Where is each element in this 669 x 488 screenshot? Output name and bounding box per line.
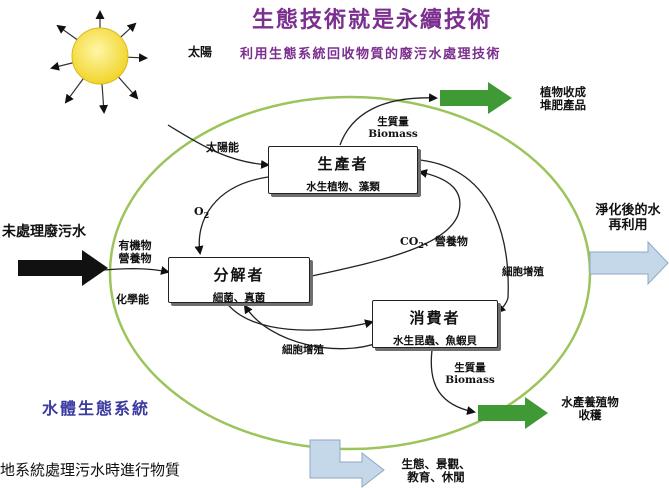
purified-line1: 淨化後的水	[595, 203, 661, 218]
producer-subtitle: 水生植物、藻類	[306, 181, 380, 193]
wastewater-input-arrow	[18, 250, 108, 286]
organic-line2: 營養物	[118, 251, 152, 265]
co2-text: CO	[400, 235, 419, 248]
producer-to-decomposer-arrow	[194, 176, 269, 255]
biomass-top-line1: 生質量	[377, 116, 409, 128]
organic-input-arrow	[103, 266, 170, 275]
aquaculture-line2: 收穫	[578, 408, 602, 423]
consumer-subtitle: 水生昆蟲、魚蝦貝	[393, 335, 477, 347]
decomposer-subtitle: 細菌、真菌	[212, 292, 266, 304]
cell-growth-bottom-label: 細胞增殖	[282, 344, 324, 356]
producer-box: 生產者 水生植物、藻類	[268, 146, 418, 194]
purified-line2: 再利用	[608, 217, 648, 233]
plant-harvest-line1: 植物收成	[540, 85, 586, 99]
bottom-caption: 地系統處理污水時進行物質	[0, 461, 181, 479]
ecology-arrow	[309, 439, 385, 488]
consumer-to-decomposer-arrow	[243, 304, 381, 350]
plant-harvest-line2: 堆肥產品	[540, 98, 586, 113]
sun-icon	[50, 10, 148, 114]
ecosystem-label: 水體生態系統	[42, 399, 151, 418]
organic-nutrient-label: 有機物 營養物	[118, 239, 152, 265]
aquaculture-line1: 水產養殖物	[561, 395, 619, 409]
biomass-top-line2: Biomass	[368, 128, 418, 141]
solar-energy-arrow	[167, 124, 270, 169]
biomass-top-label: 生質量 Biomass	[368, 116, 418, 140]
decomposer-box: 分解者 細菌、真菌	[168, 257, 310, 304]
decomposer-title: 分解者	[213, 266, 265, 284]
aquaculture-green-arrow	[478, 397, 548, 429]
diagram-title: 生態技術就是永續技術	[252, 7, 493, 33]
ecology-line2: 教育、休閒	[407, 470, 465, 485]
cell-growth-right-label: 細胞增殖	[502, 266, 544, 278]
biomass-bottom-label: 生質量 Biomass	[445, 362, 495, 386]
ecology-line1: 生態、景觀、	[401, 457, 471, 471]
biomass-bottom-line1: 生質量	[454, 362, 486, 374]
biomass-top-arrow	[339, 93, 438, 146]
ecology-label: 生態、景觀、 教育、休閒	[401, 457, 471, 485]
co2-label: CO2、營養物	[400, 235, 468, 251]
producer-to-consumer-arrow	[419, 159, 509, 314]
o2-text: O	[194, 205, 204, 218]
o2-label: O2	[194, 205, 210, 221]
producer-title: 生產者	[317, 155, 369, 173]
co2-return-arrow	[311, 169, 461, 277]
purified-water-arrow	[589, 240, 669, 286]
sun-label: 太陽	[188, 45, 213, 59]
consumer-box: 消費者 水生昆蟲、魚蝦貝	[372, 300, 498, 348]
untreated-wastewater-label: 未處理廢污水	[2, 224, 86, 240]
o2-subscript: 2	[203, 210, 210, 221]
solar-energy-label: 太陽能	[206, 141, 239, 154]
organic-line1: 有機物	[118, 239, 152, 252]
aquaculture-label: 水產養殖物 收穫	[561, 395, 619, 423]
harvest-green-arrow	[440, 82, 512, 114]
biomass-bottom-line2: Biomass	[445, 374, 495, 387]
purified-water-label: 淨化後的水 再利用	[595, 203, 661, 234]
consumer-title: 消費者	[409, 309, 461, 327]
co2-rest-text: 、營養物	[423, 235, 468, 248]
biomass-bottom-arrow	[430, 349, 476, 415]
plant-harvest-label: 植物收成 堆肥產品	[540, 85, 586, 113]
diagram-subtitle: 利用生態系統回收物質的廢污水處理技術	[240, 47, 502, 62]
co2-subscript: 2	[418, 240, 424, 251]
decomposer-to-consumer-arrow	[225, 301, 374, 331]
chemical-energy-label: 化學能	[116, 293, 149, 306]
